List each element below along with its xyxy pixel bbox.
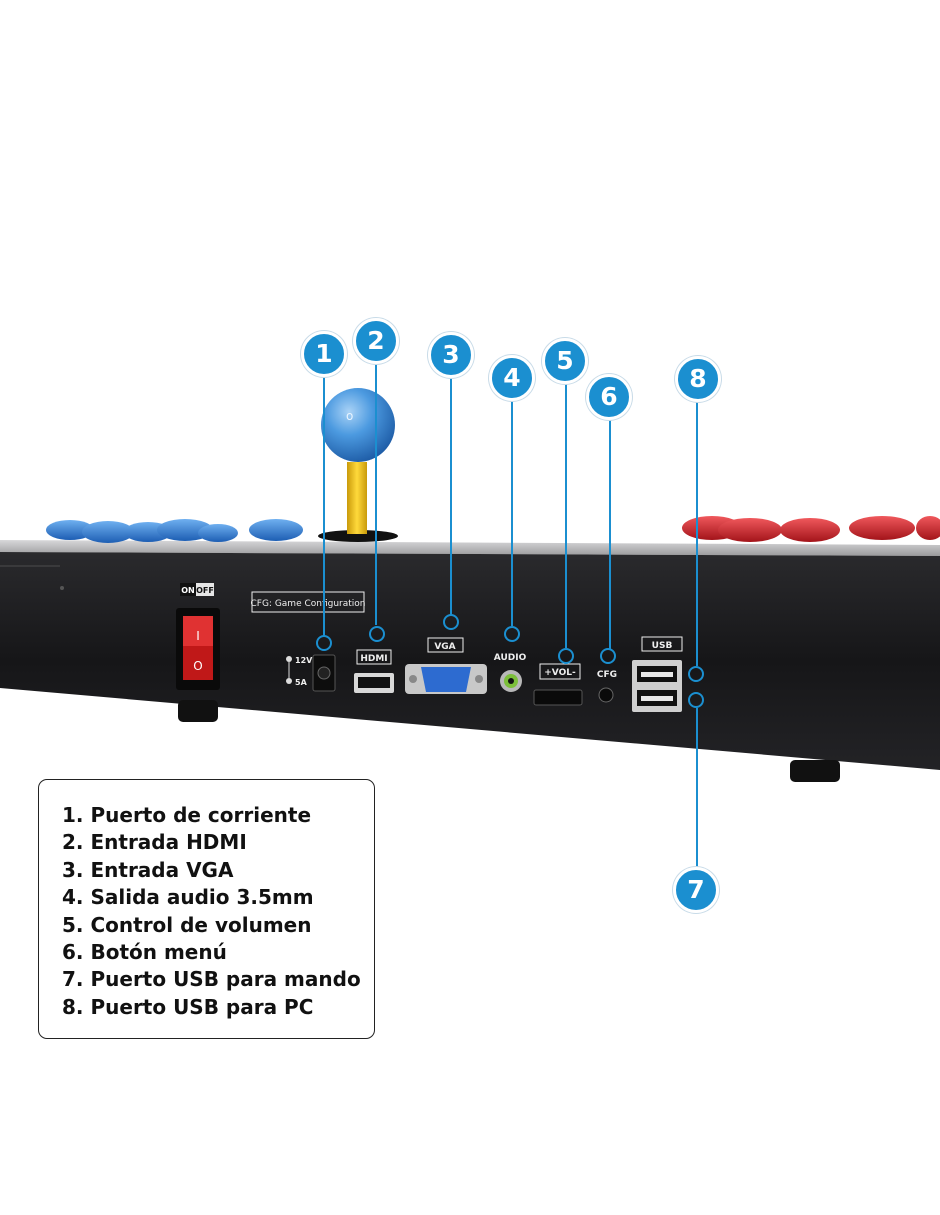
callout-2: 2 xyxy=(353,318,399,364)
callout-4: 4 xyxy=(489,355,535,401)
hdmi-label: HDMI xyxy=(360,654,387,664)
player1-buttons xyxy=(46,519,303,543)
switch-on-label: ON xyxy=(181,586,195,595)
cfg-note: CFG: Game Configuration xyxy=(250,591,366,613)
legend-item: 2. Entrada HDMI xyxy=(62,830,247,855)
switch-mark-off: O xyxy=(193,659,202,673)
hdmi-port: HDMI xyxy=(354,649,394,693)
callout-8: 8 xyxy=(675,356,721,402)
joystick: o xyxy=(318,388,398,542)
power-spec-current: 5A xyxy=(295,678,308,687)
audio-label: AUDIO xyxy=(494,653,527,663)
top-plate xyxy=(0,540,940,556)
legend-box: 1. Puerto de corriente 2. Entrada HDMI 3… xyxy=(38,779,375,1039)
switch-off-label: OFF xyxy=(196,586,214,595)
usb-ports: USB xyxy=(632,636,683,712)
vga-port: VGA xyxy=(405,637,487,694)
usb-label: USB xyxy=(652,641,673,651)
legend-item: 6. Botón menú xyxy=(62,940,227,965)
vga-label: VGA xyxy=(434,642,455,652)
power-switch: ON OFF I O xyxy=(176,583,220,690)
callout-7: 7 xyxy=(673,867,719,913)
legend-item: 8. Puerto USB para PC xyxy=(62,994,314,1019)
callout-5: 5 xyxy=(542,338,588,384)
switch-mark-on: I xyxy=(196,629,200,643)
legend-item: 3. Entrada VGA xyxy=(62,857,234,882)
volume-control: +VOL- xyxy=(533,663,583,706)
audio-port: AUDIO xyxy=(494,653,527,692)
player2-buttons xyxy=(682,516,940,542)
callout-3: 3 xyxy=(428,332,474,378)
vol-label: +VOL- xyxy=(544,668,576,678)
callout-6: 6 xyxy=(586,374,632,420)
legend-item: 1. Puerto de corriente xyxy=(62,803,312,827)
legend-item: 7. Puerto USB para mando xyxy=(62,967,361,992)
case-front xyxy=(0,552,940,770)
foot-left xyxy=(178,700,218,722)
cfg-button: CFG xyxy=(597,670,617,703)
cfg-note-text: CFG: Game Configuration xyxy=(250,599,365,609)
legend-item: 5. Control de volumen xyxy=(62,912,312,937)
callout-leaders xyxy=(316,362,704,870)
callout-1: 1 xyxy=(301,331,347,377)
legend-item: 4. Salida audio 3.5mm xyxy=(62,885,314,910)
foot-right xyxy=(790,760,840,782)
cfg-label: CFG xyxy=(597,670,617,680)
power-spec-voltage: 12V xyxy=(295,656,313,665)
svg-text:o: o xyxy=(346,409,353,423)
power-port: 12V 5A xyxy=(286,654,336,692)
